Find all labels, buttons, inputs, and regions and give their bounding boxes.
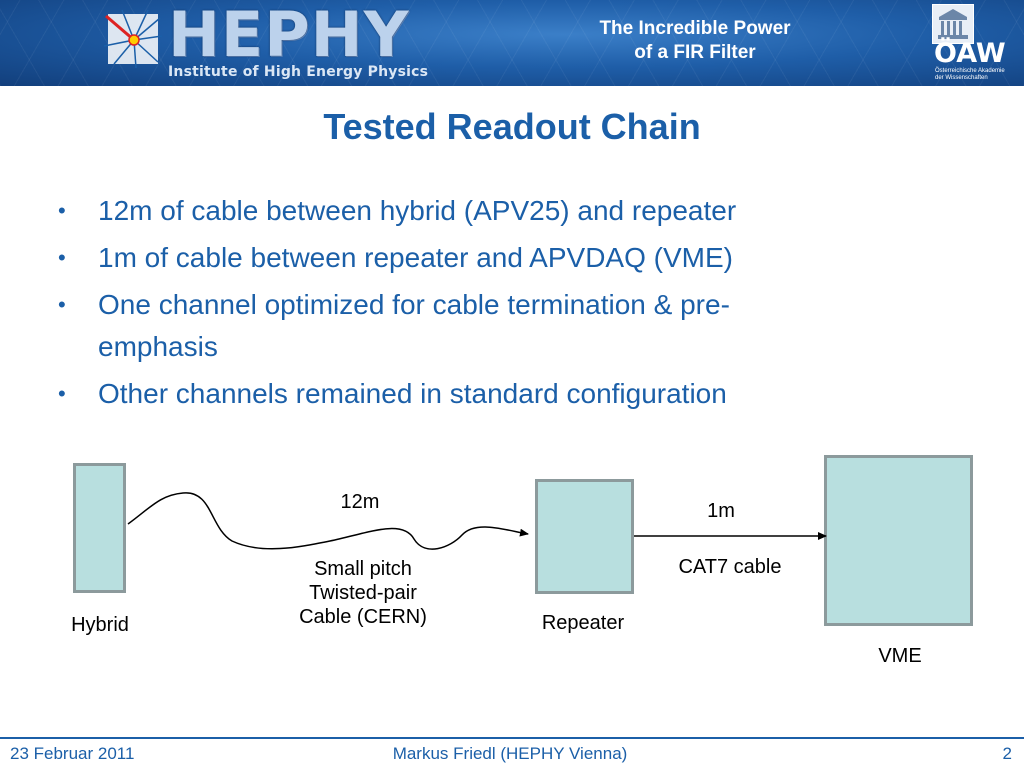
oaw-logo-text: ÖAW xyxy=(934,38,1006,69)
header-banner: HEPHY Institute of High Energy Physics T… xyxy=(0,0,1024,86)
presentation-title-line2: of a FIR Filter xyxy=(634,42,756,63)
footer-author: Markus Friedl (HEPHY Vienna) xyxy=(392,744,628,763)
footer-page-number: 2 xyxy=(1002,744,1012,763)
bullet-list: • 12m of cable between hybrid (APV25) and… xyxy=(56,190,956,420)
vme-label: VME xyxy=(878,645,922,667)
hybrid-label: Hybrid xyxy=(71,614,129,636)
footer-divider xyxy=(0,737,1024,739)
hephy-logo-subtitle: Institute of High Energy Physics xyxy=(168,64,429,80)
particle-collision-icon xyxy=(103,9,163,69)
cable1-description: Small pitch Twisted-pair Cable (CERN) xyxy=(263,557,463,629)
bullet-item: • 12m of cable between hybrid (APV25) and… xyxy=(56,190,956,232)
slide-title: Tested Readout Chain xyxy=(323,106,701,147)
bullet-item: • One channel optimized for cable termina… xyxy=(56,284,956,368)
bullet-text: 12m of cable between hybrid (APV25) and … xyxy=(98,195,737,226)
cable1-length-label: 12m xyxy=(340,491,380,513)
bullet-dot: • xyxy=(58,292,66,317)
academy-building-icon xyxy=(932,4,974,44)
bullet-text: One channel optimized for cable terminat… xyxy=(98,289,730,320)
bullet-item: • Other channels remained in standard con… xyxy=(56,373,956,415)
bullet-dot: • xyxy=(58,381,66,406)
oaw-subtitle-line2: der Wissenschaften xyxy=(935,75,988,81)
bullet-item: • 1m of cable between repeater and APVDAQ… xyxy=(56,237,956,279)
oaw-subtitle-line1: Österreichische Akademie xyxy=(935,68,1005,74)
bullet-dot: • xyxy=(58,245,66,270)
bullet-text-continued: emphasis xyxy=(98,331,218,362)
bullet-text: 1m of cable between repeater and APVDAQ … xyxy=(98,242,733,273)
cable1-desc-line3: Cable (CERN) xyxy=(299,606,427,628)
presentation-title: The Incredible Power of a FIR Filter xyxy=(545,17,845,65)
repeater-label: Repeater xyxy=(541,612,625,634)
repeater-box xyxy=(535,479,634,594)
cable1-desc-line2: Twisted-pair xyxy=(309,582,417,604)
oaw-logo-subtitle: Österreichische Akademie der Wissenschaf… xyxy=(935,68,1020,82)
cable2-description: CAT7 cable xyxy=(678,556,782,578)
cable1-desc-line1: Small pitch xyxy=(314,558,412,580)
hephy-logo-text: HEPHY xyxy=(168,0,410,71)
bullet-dot: • xyxy=(58,198,66,223)
hybrid-box xyxy=(73,463,126,593)
bullet-text: Other channels remained in standard conf… xyxy=(98,378,727,409)
footer-date: 23 Februar 2011 xyxy=(10,744,135,763)
cable2-length-label: 1m xyxy=(707,500,735,522)
presentation-title-line1: The Incredible Power xyxy=(599,18,791,39)
vme-box xyxy=(824,455,973,626)
